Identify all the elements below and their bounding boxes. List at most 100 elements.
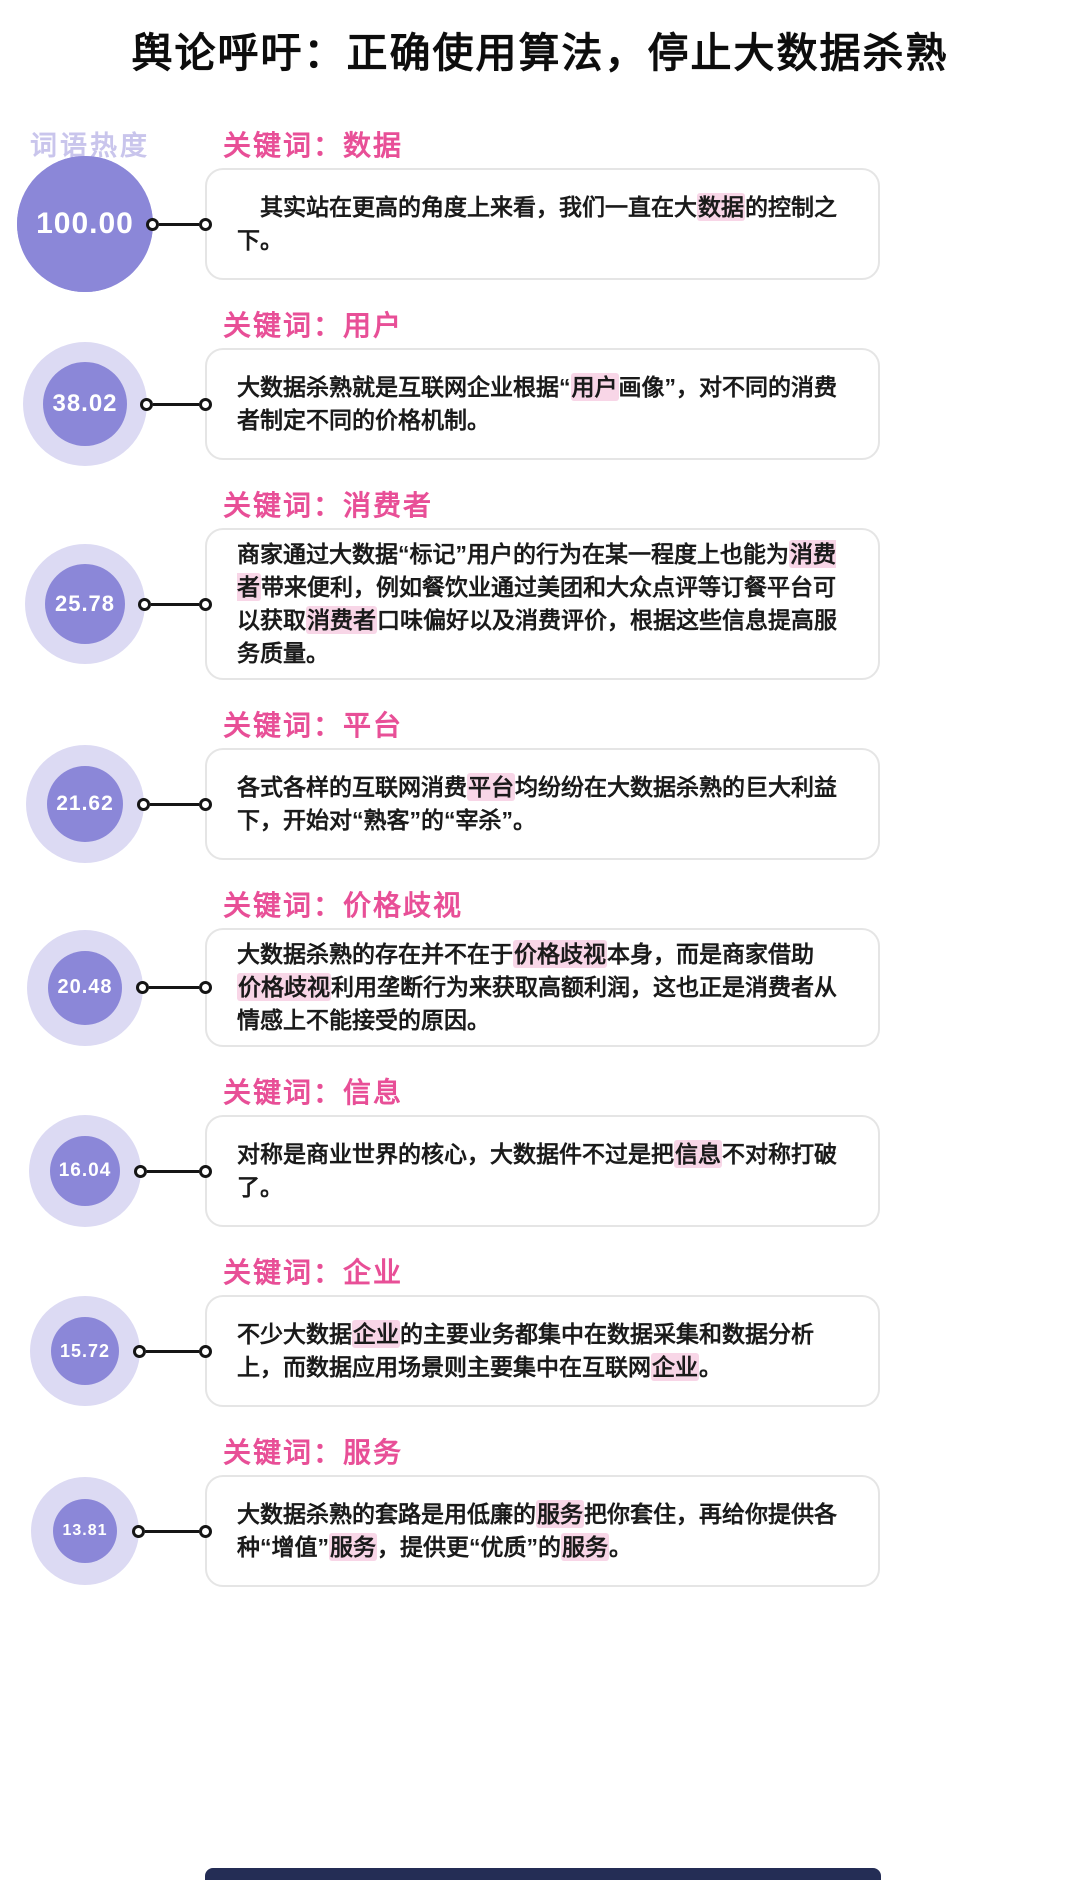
text-card: 大数据杀熟的套路是用低廉的服务把你套住，再给你提供各种“增值”服务，提供更“优质…: [205, 1475, 880, 1587]
card-text: 不少大数据企业的主要业务都集中在数据采集和数据分析上，而数据应用场景则主要集中在…: [237, 1318, 848, 1384]
text-card: 其实站在更高的角度上来看，我们一直在大数据的控制之下。: [205, 168, 880, 280]
keyword-row: 20.48 关键词：价格歧视 大数据杀熟的存在并不在于价格歧视本身，而是商家借助…: [0, 890, 880, 1047]
text-segment: 不对称打破了。: [237, 1141, 837, 1200]
connector: [133, 1344, 212, 1358]
heat-value: 100.00: [36, 207, 134, 240]
content-column: 关键词：消费者 商家通过大数据“标记”用户的行为在某一程度上也能为消费者带来便利…: [205, 490, 880, 680]
bubble-spacer: [0, 890, 205, 928]
connector-line: [151, 602, 199, 606]
card-text: 商家通过大数据“标记”用户的行为在某一程度上也能为消费者带来便利，例如餐饮业通过…: [237, 538, 848, 670]
bubble-area: 21.62: [0, 745, 212, 863]
text-segment: 大数据杀熟的存在并不在于: [237, 941, 513, 967]
card-text: 对称是商业世界的核心，大数据件不过是把信息不对称打破了。: [237, 1138, 848, 1204]
connector-line: [159, 222, 199, 226]
heat-bubble-core: 21.62: [47, 766, 123, 842]
connector-ring-left: [137, 797, 150, 811]
connector: [136, 981, 212, 995]
connector: [134, 1164, 212, 1178]
connector-line: [147, 1169, 199, 1173]
card-text: 其实站在更高的角度上来看，我们一直在大数据的控制之下。: [237, 191, 848, 257]
bubble-area: 20.48: [0, 928, 212, 1047]
keyword-label: 关键词：用户: [223, 310, 404, 341]
content-column: 关键词：数据 其实站在更高的角度上来看，我们一直在大数据的控制之下。: [205, 130, 880, 280]
connector-ring-left: [133, 1344, 146, 1358]
heat-bubble: 20.48: [27, 929, 143, 1046]
heat-bubble-core: 15.72: [51, 1317, 119, 1385]
text-segment: 商家通过大数据“标记”用户的行为在某一程度上也能为: [237, 541, 789, 567]
connector-ring-right: [199, 397, 212, 411]
heat-value: 25.78: [54, 591, 116, 616]
connector-ring-right: [199, 797, 212, 811]
keyword-row: 16.04 关键词：信息 对称是商业世界的核心，大数据件不过是把信息不对称打破了…: [0, 1077, 880, 1227]
content-column: 关键词：平台 各式各样的互联网消费平台均纷纷在大数据杀熟的巨大利益下，开始对“熟…: [205, 710, 880, 860]
heat-bubble: 16.04: [29, 1115, 141, 1227]
heat-bubble: 38.02: [23, 342, 147, 466]
bubble-column: 25.78: [0, 490, 212, 680]
text-segment: 大数据杀熟就是互联网企业根据“: [237, 374, 571, 400]
heat-value: 21.62: [56, 792, 114, 815]
text-segment: 均纷纷在大数据杀熟的巨大利益下，开始对“熟客”的“宰杀”。: [237, 774, 837, 833]
text-segment: 带来便利，例如餐饮业通过美团和大众点评等订餐平台可以获取: [237, 574, 836, 633]
content-column: 关键词：信息 对称是商业世界的核心，大数据件不过是把信息不对称打破了。: [205, 1077, 880, 1227]
text-segment: 大数据杀熟的套路是用低廉的: [237, 1501, 536, 1527]
keyword-label: 关键词：信息: [223, 1077, 404, 1108]
heat-bubble: 13.81: [31, 1477, 139, 1585]
bubble-area: 25.78: [0, 528, 212, 680]
highlighted-term: 企业: [651, 1353, 699, 1381]
text-card: 对称是商业世界的核心，大数据件不过是把信息不对称打破了。: [205, 1115, 880, 1227]
bubble-area: 15.72: [0, 1295, 212, 1407]
connector-line: [153, 402, 199, 406]
content-column: 关键词：价格歧视 大数据杀熟的存在并不在于价格歧视本身，而是商家借助价格歧视利用…: [205, 890, 880, 1047]
content-column: 关键词：服务 大数据杀熟的套路是用低廉的服务把你套住，再给你提供各种“增值”服务…: [205, 1437, 880, 1587]
bubble-spacer: [0, 1077, 205, 1115]
heat-bubble: 21.62: [26, 745, 144, 863]
text-segment: 把你套住，再给你提供各种“增值”: [237, 1501, 837, 1560]
bubble-area: 100.00: [0, 156, 212, 292]
connector: [140, 397, 212, 411]
keyword-label: 关键词：价格歧视: [223, 890, 464, 921]
highlighted-term: 用户: [570, 373, 619, 401]
bubble-area: 38.02: [0, 342, 212, 466]
connector-ring-right: [199, 1164, 212, 1178]
heat-bubble: 100.00: [17, 156, 153, 292]
keyword-label: 关键词：消费者: [223, 490, 434, 521]
bubble-spacer: [0, 490, 205, 528]
keyword-rows: 100.00 关键词：数据 其实站在更高的角度上来看，我们一直在大数据的控制之下…: [0, 130, 880, 1587]
highlighted-term: 消费者: [306, 606, 377, 634]
heat-value: 20.48: [57, 976, 113, 998]
connector-ring-right: [199, 217, 212, 231]
connector-line: [149, 986, 199, 989]
content-column: 关键词：企业 不少大数据企业的主要业务都集中在数据采集和数据分析上，而数据应用场…: [205, 1257, 880, 1407]
highlighted-term: 服务: [329, 1533, 377, 1561]
highlighted-term: 信息: [674, 1140, 722, 1168]
bubble-column: 100.00: [0, 130, 212, 292]
card-text: 大数据杀熟的套路是用低廉的服务把你套住，再给你提供各种“增值”服务，提供更“优质…: [237, 1498, 848, 1564]
heat-bubble: 15.72: [30, 1296, 140, 1406]
keyword-row: 100.00 关键词：数据 其实站在更高的角度上来看，我们一直在大数据的控制之下…: [0, 130, 880, 292]
heat-bubble-core: 20.48: [48, 950, 122, 1025]
text-segment: 。: [609, 1534, 632, 1560]
bubble-column: 21.62: [0, 710, 212, 863]
highlighted-term: 企业: [352, 1320, 400, 1348]
keyword-label: 关键词：平台: [223, 710, 404, 741]
heat-value: 15.72: [59, 1340, 111, 1361]
keyword-row: 38.02 关键词：用户 大数据杀熟就是互联网企业根据“用户画像”，对不同的消费…: [0, 310, 880, 466]
keyword-row: 25.78 关键词：消费者 商家通过大数据“标记”用户的行为在某一程度上也能为消…: [0, 490, 880, 680]
bubble-spacer: [0, 1437, 205, 1475]
text-segment: 的控制之下。: [237, 194, 837, 253]
highlighted-term: 价格歧视: [513, 940, 607, 968]
heat-value: 13.81: [62, 1522, 108, 1539]
text-segment: 对称是商业世界的核心，大数据件不过是把: [237, 1141, 674, 1167]
bubble-area: 16.04: [0, 1115, 212, 1227]
keyword-label: 关键词：企业: [223, 1257, 404, 1288]
text-segment: 口味偏好以及消费评价，根据这些信息提高服务质量。: [237, 607, 837, 666]
keyword-label: 关键词：数据: [223, 130, 404, 161]
bubble-column: 20.48: [0, 890, 212, 1047]
highlighted-term: 数据: [697, 193, 745, 221]
text-card: 各式各样的互联网消费平台均纷纷在大数据杀熟的巨大利益下，开始对“熟客”的“宰杀”…: [205, 748, 880, 860]
connector-ring-right: [199, 1344, 212, 1358]
keyword-label: 关键词：服务: [223, 1437, 404, 1468]
content-column: 关键词：用户 大数据杀熟就是互联网企业根据“用户画像”，对不同的消费者制定不同的…: [205, 310, 880, 460]
connector: [146, 217, 212, 231]
